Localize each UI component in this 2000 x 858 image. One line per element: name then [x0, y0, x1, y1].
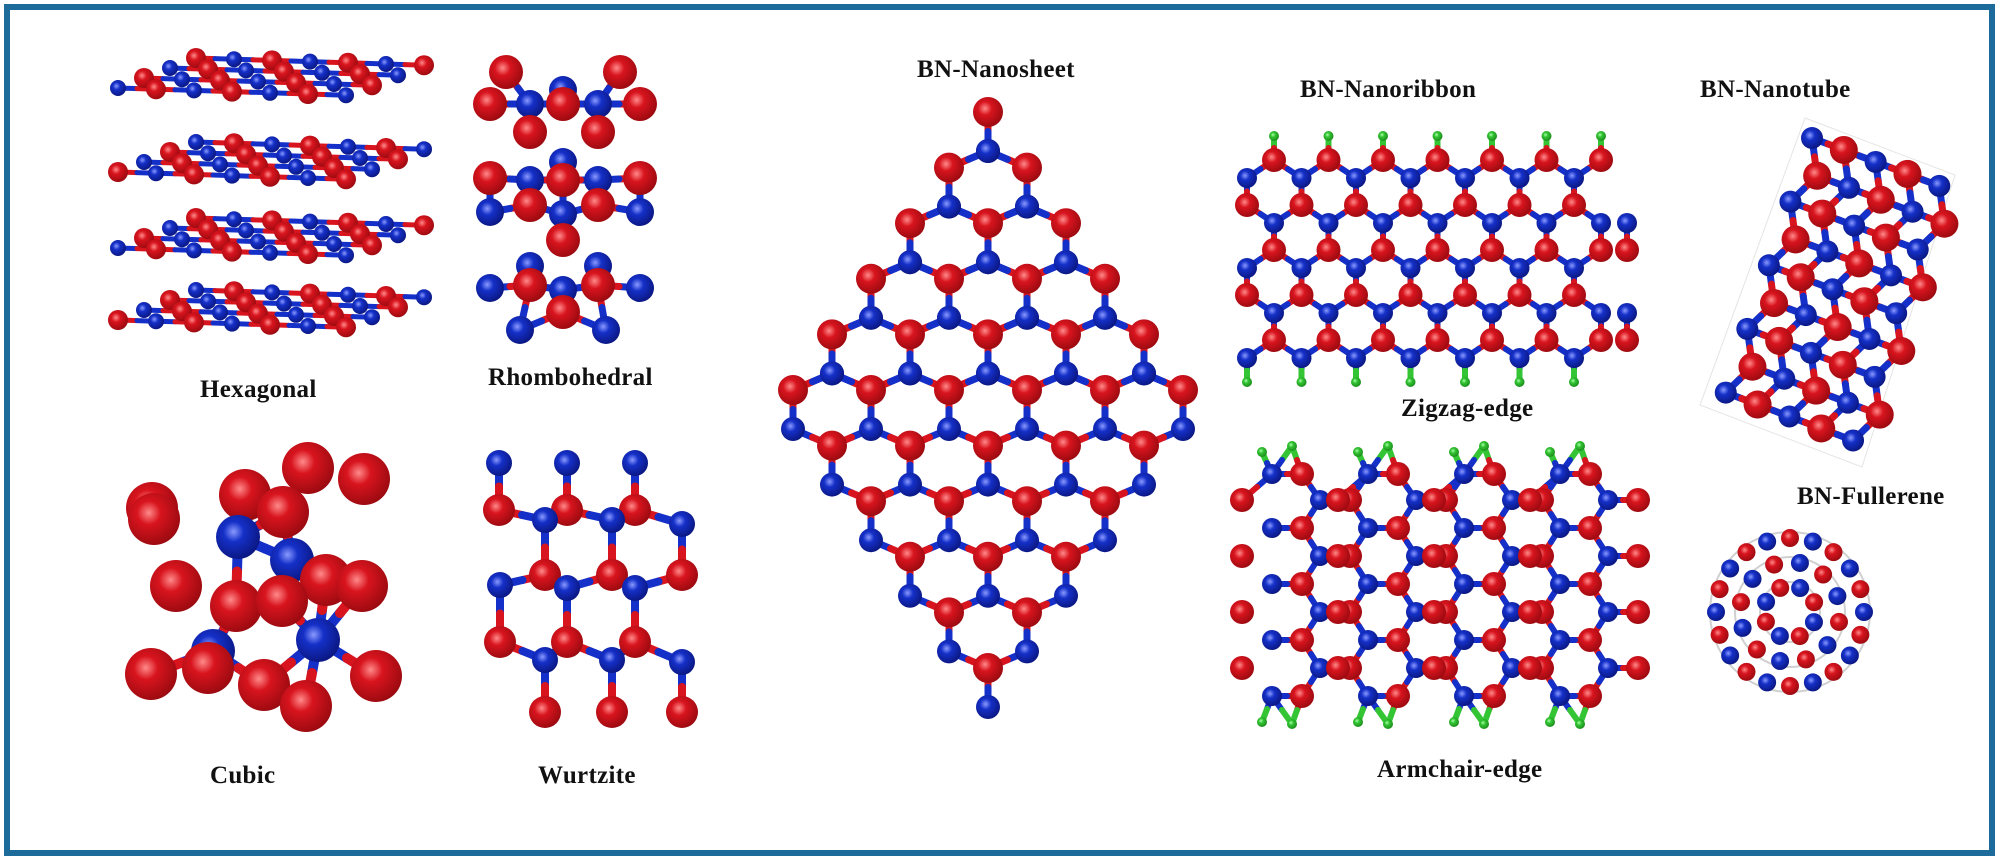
nanotube-structure	[1699, 117, 1959, 468]
cubic-label: Cubic	[210, 762, 276, 789]
rhombohedral-structure	[473, 55, 657, 344]
nanosheet-label: BN-Nanosheet	[917, 56, 1075, 83]
zigzag-nanoribbon-structure	[1235, 131, 1639, 387]
hexagonal-label: Hexagonal	[200, 376, 317, 403]
cubic-structure	[125, 442, 402, 732]
wurtzite-structure	[483, 450, 698, 728]
rhombohedral-label: Rhombohedral	[488, 364, 653, 391]
armchair-nanoribbon-structure	[1230, 441, 1650, 729]
zigzag-edge-label: Zigzag-edge	[1401, 395, 1534, 422]
wurtzite-label: Wurtzite	[538, 762, 636, 789]
nanosheet-structure	[778, 97, 1198, 719]
nanoribbon-label: BN-Nanoribbon	[1300, 76, 1477, 103]
armchair-edge-label: Armchair-edge	[1377, 756, 1543, 783]
fullerene-structure	[1707, 529, 1873, 695]
nanotube-label: BN-Nanotube	[1700, 76, 1851, 103]
fullerene-label: BN-Fullerene	[1797, 483, 1945, 510]
hexagonal-structure	[108, 48, 434, 338]
